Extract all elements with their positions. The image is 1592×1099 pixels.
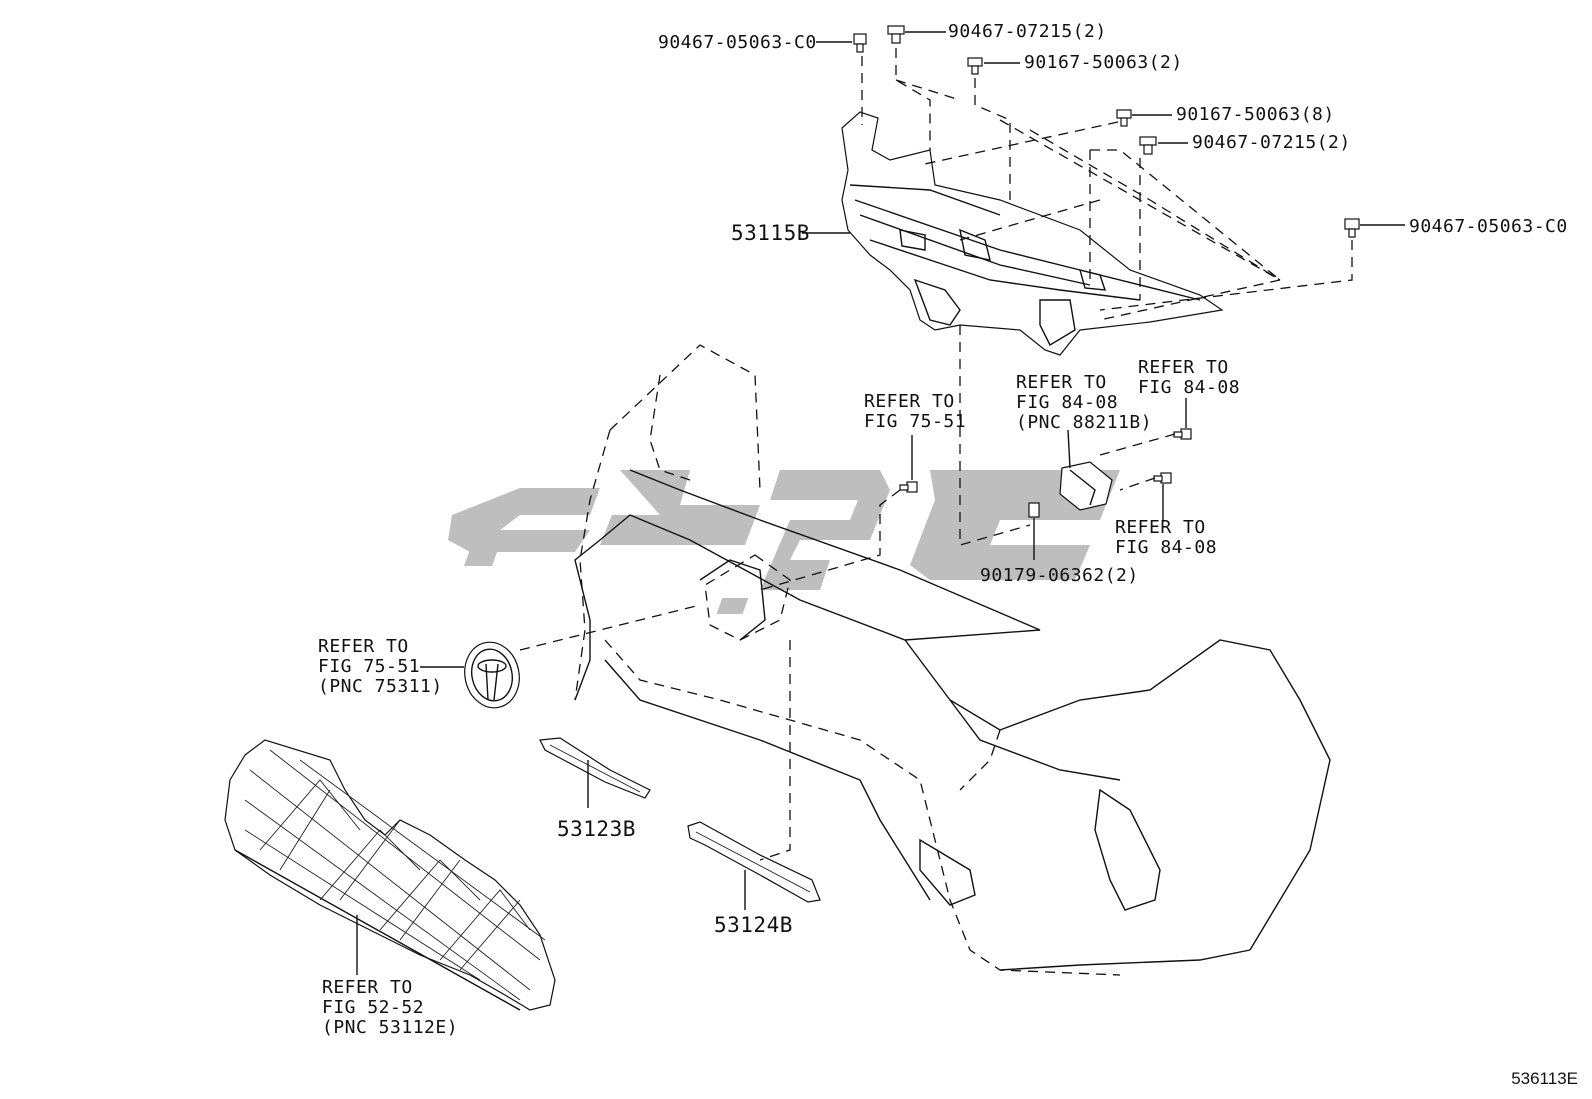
label-refer-emblem: REFER TO FIG 75-51 (PNC 75311) (318, 636, 443, 697)
upper-support-bracket (841, 111, 1224, 356)
label-90179-06362: 90179-06362(2) (980, 565, 1139, 586)
watermark-logo (448, 470, 1120, 614)
label-53124b: 53124B (714, 913, 793, 937)
installation-dash-lines (519, 48, 1353, 861)
label-90167-50063-top: 90167-50063(2) (1024, 52, 1183, 73)
label-53123b: 53123B (557, 817, 636, 841)
clip-icon (853, 33, 867, 53)
clip-icon (1028, 502, 1040, 518)
front-bumper-cover (574, 344, 1331, 976)
diagram-id: 536113E (1511, 1069, 1578, 1088)
label-refer-fig-84-08-bolt-top: REFER TO FIG 84-08 (1138, 357, 1241, 398)
label-refer-fig-75-51-bolt: REFER TO FIG 75-51 (864, 391, 967, 432)
radiator-grille (224, 739, 556, 1011)
label-refer-fig-84-08-sensor: REFER TO FIG 84-08 (PNC 88211B) (1016, 372, 1153, 433)
label-refer-fig-84-08-bolt-lower: REFER TO FIG 84-08 (1115, 517, 1218, 558)
bolt-icon (1173, 428, 1192, 440)
leader-lines (356, 31, 1405, 975)
label-refer-grille: REFER TO FIG 52-52 (PNC 53112E) (322, 977, 459, 1038)
label-90467-05063-c0-right: 90467-05063-C0 (1409, 216, 1568, 237)
moulding-53124b (687, 821, 821, 903)
radar-sensor-icon (1059, 461, 1113, 511)
fastener-icons (853, 25, 1360, 518)
label-90467-07215-top: 90467-07215(2) (948, 21, 1107, 42)
clip-icon (1344, 218, 1360, 238)
label-90167-50063-right: 90167-50063(8) (1176, 104, 1335, 125)
label-90467-05063-c0-left: 90467-05063-C0 (658, 32, 817, 53)
bolt-icon (1153, 472, 1172, 484)
label-53115b: 53115B (731, 221, 810, 245)
moulding-53123b (539, 737, 651, 799)
clip-icon (1139, 136, 1157, 155)
bolt-icon (899, 481, 918, 493)
clip-icon (887, 25, 905, 44)
label-90467-07215-right: 90467-07215(2) (1192, 132, 1351, 153)
toyota-emblem (464, 641, 520, 709)
bolt-icon (1116, 109, 1132, 127)
bolt-icon (967, 57, 983, 75)
